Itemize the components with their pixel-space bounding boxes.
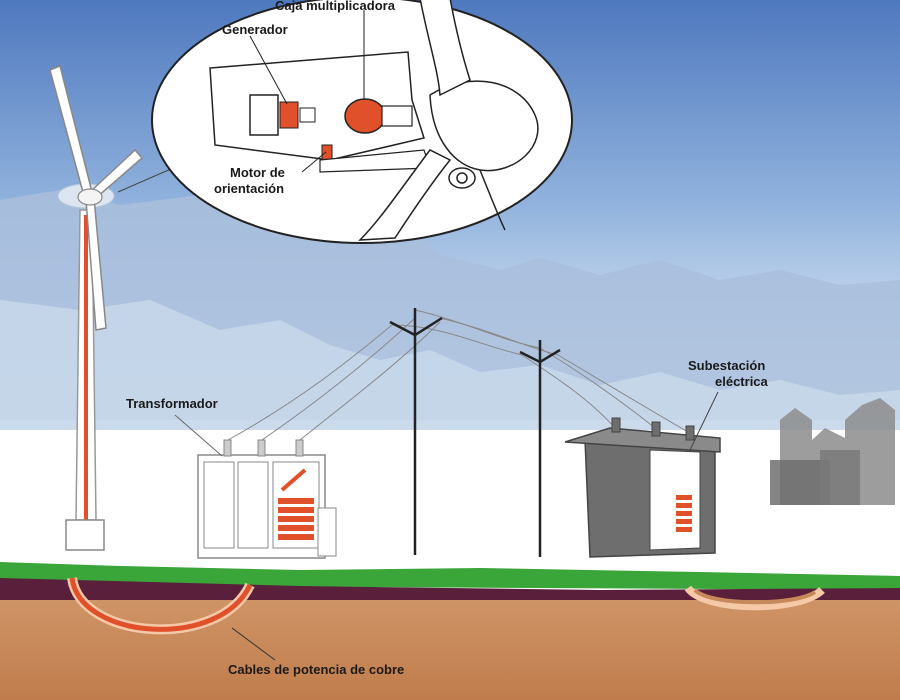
- haze: [0, 430, 900, 570]
- near-mountains: [0, 300, 900, 440]
- label-yaw-motor-1: Motor de: [230, 165, 285, 180]
- underground-cable-substation: [684, 585, 825, 611]
- wind-turbine: [49, 64, 144, 551]
- label-yaw-motor-2: orientación: [214, 181, 284, 196]
- transformer: Transformador: [126, 396, 337, 559]
- grass: [0, 562, 900, 590]
- nacelle-detail: Caja multiplicadora Generador Motor de o…: [151, 0, 573, 244]
- label-substation-2: eléctrica: [715, 374, 769, 389]
- label-generator: Generador: [222, 22, 288, 37]
- underground-cable-turbine-core: [69, 577, 253, 632]
- label-cables: Cables de potencia de cobre: [228, 662, 404, 677]
- label-substation-1: Subestación: [688, 358, 765, 373]
- soil: [0, 600, 900, 700]
- label-gearbox: Caja multiplicadora: [275, 0, 396, 13]
- pylon-1: [389, 308, 443, 555]
- pylon-2: [519, 340, 561, 557]
- label-transformer: Transformador: [126, 396, 218, 411]
- power-lines: [227, 309, 689, 441]
- city-silhouette: [770, 398, 895, 505]
- underground-cable-substation-core: [693, 588, 817, 605]
- cable-pointer: [231, 627, 276, 661]
- substation: Subestación eléctrica: [564, 358, 769, 558]
